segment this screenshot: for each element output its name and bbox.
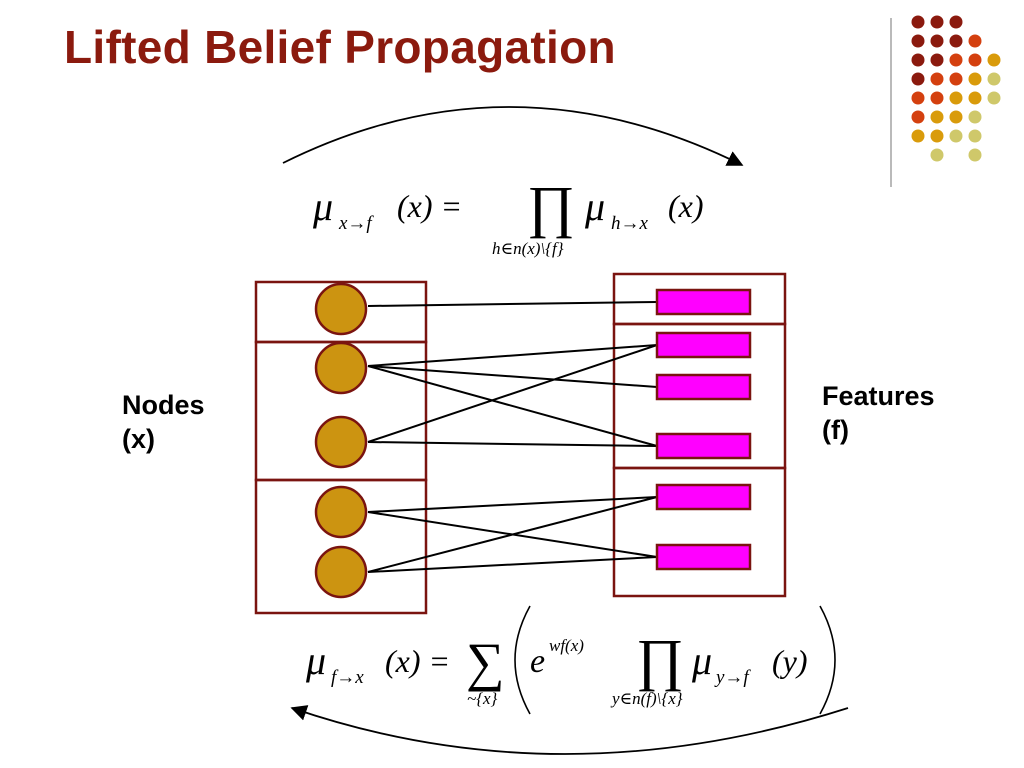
nodes-label-line1: Nodes [122,390,205,420]
edge [367,496,658,513]
decor-dot [930,91,944,105]
edge [367,441,658,447]
bottom-mu-subscript: f→x [331,667,364,688]
variable-node [314,282,368,336]
feature-node [655,432,752,460]
decor-dot [930,34,944,48]
decor-dot [968,91,982,105]
slide-title: Lifted Belief Propagation [64,21,616,73]
features-label: Features (f) [822,379,935,447]
decor-dot [949,110,963,124]
bottom-product-symbol: ∏ [636,627,684,692]
edge [367,556,658,573]
edge [367,365,658,388]
bottom-exp-superscript: wf(x) [549,636,584,655]
top-lhs-argument: (x) = [397,188,462,224]
decor-dot [930,15,944,29]
decor-dot [949,34,963,48]
node-group-box-3 [254,478,428,615]
decor-dot [930,129,944,143]
top-rhs-argument: (x) [668,188,704,224]
decor-dot [911,53,925,67]
decor-dot [987,91,1001,105]
variable-node [314,341,368,395]
feature-nodes [655,288,752,571]
edge [367,344,658,443]
variable-node [314,545,368,599]
decor-dot [949,72,963,86]
decor-dot [911,129,925,143]
decor-dot [930,148,944,162]
decor-dot [968,148,982,162]
bottom-product-subscript: y∈n(f)\{x} [610,689,683,708]
decor-dot [949,53,963,67]
variable-nodes [314,282,368,599]
decor-dot [968,110,982,124]
nodes-label-line2: (x) [122,424,155,454]
features-label-line2: (f) [822,415,849,445]
top-product-symbol: ∏ [527,174,575,239]
nodes-label: Nodes (x) [122,388,205,456]
decor-dot [968,72,982,86]
decor-dot [911,110,925,124]
edge [367,301,658,307]
decor-dot [911,91,925,105]
decor-dot [968,129,982,143]
decorative-dot-grid [911,15,1001,162]
edge [367,365,658,447]
bottom-sum-symbol: ∑ [466,632,505,692]
decor-dot [949,15,963,29]
bottom-formula: μ f→x (x) = ∑ ~{x} e wf(x) ∏ y∈n(f)\{x} … [305,605,836,715]
top-product-subscript: h∈n(x)\{f} [492,239,564,258]
feature-node [655,288,752,316]
feature-group-boxes [612,272,787,598]
top-curved-arrow [282,106,744,166]
decor-dot [930,53,944,67]
decor-dot [930,110,944,124]
decor-dot [968,34,982,48]
variable-node [314,415,368,469]
bottom-exp-base: e [530,643,545,680]
variable-node [314,485,368,539]
feature-group-box-3 [612,466,787,598]
decor-dot [949,91,963,105]
bottom-mu2-symbol: μ [691,638,712,683]
top-mu2-symbol: μ [584,184,605,229]
features-label-line1: Features [822,381,935,411]
bottom-mu-symbol: μ [305,638,326,683]
bottom-sum-subscript: ~{x} [467,689,498,708]
edge [367,496,658,573]
feature-node [655,373,752,401]
top-mu-subscript: x→f [338,213,374,234]
decor-dot [930,72,944,86]
bottom-curved-arrow [290,705,849,755]
decor-dot [968,53,982,67]
feature-node [655,331,752,359]
bottom-rhs-argument: (y) [772,643,808,679]
bottom-mu2-subscript: y→f [714,667,751,688]
decor-dot [987,72,1001,86]
bottom-lhs-argument: (x) = [385,643,450,679]
top-mu2-subscript: h→x [611,213,649,234]
decor-dot [987,53,1001,67]
right-big-paren [819,605,836,715]
decor-dot [949,129,963,143]
top-mu-symbol: μ [312,184,333,229]
edge [367,344,658,367]
top-formula: μ x→f (x) = ∏ h∈n(x)\{f} μ h→x (x) [312,174,704,258]
edges [367,301,658,573]
feature-node [655,543,752,571]
decor-dot [911,34,925,48]
left-big-paren [514,605,531,715]
decor-dot [911,72,925,86]
decor-dot [911,15,925,29]
feature-node [655,483,752,511]
